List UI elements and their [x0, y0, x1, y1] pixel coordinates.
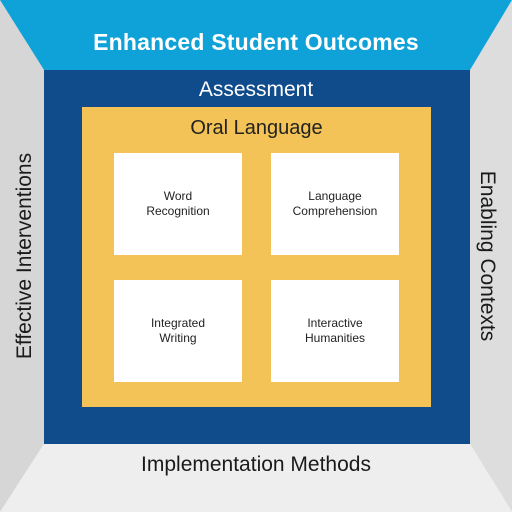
- card-label: Word Recognition: [146, 189, 210, 218]
- bottom-panel: [0, 444, 512, 512]
- bottom-title: Implementation Methods: [141, 453, 371, 476]
- card-interactive-humanities: Interactive Humanities: [271, 280, 399, 382]
- oral-language-title: Oral Language: [190, 117, 323, 139]
- card-label: Integrated Writing: [150, 316, 206, 345]
- assessment-title: Assessment: [198, 78, 314, 101]
- right-panel: [470, 0, 512, 512]
- card-label: Interactive Humanities: [304, 316, 366, 345]
- top-band: [0, 0, 512, 70]
- card-label: Language Comprehension: [292, 189, 378, 218]
- left-title: Effective Interventions: [13, 152, 36, 360]
- card-word-recognition: Word Recognition: [114, 153, 242, 255]
- card-integrated-writing: Integrated Writing: [114, 280, 242, 382]
- card-language-comprehension: Language Comprehension: [271, 153, 399, 255]
- right-title: Enabling Contexts: [476, 170, 499, 342]
- left-panel: [0, 0, 44, 512]
- top-title: Enhanced Student Outcomes: [93, 29, 419, 55]
